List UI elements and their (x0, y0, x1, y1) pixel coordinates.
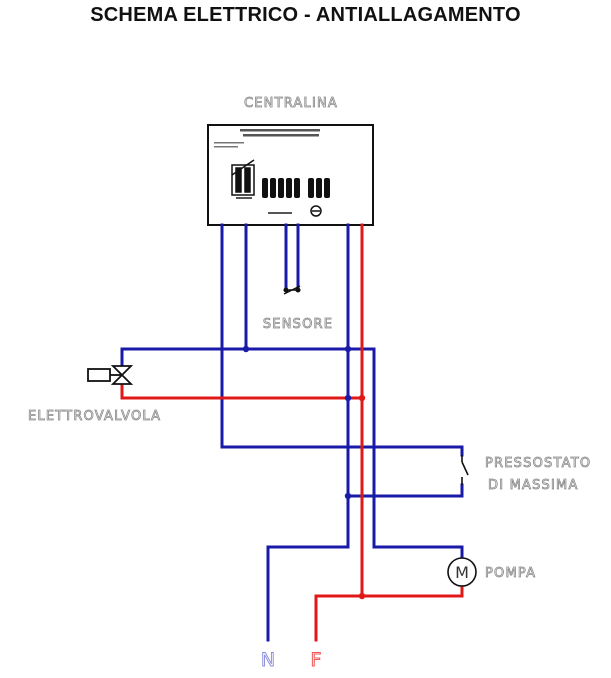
pressure-switch (461, 455, 469, 485)
label-pompa: POMPA (485, 566, 536, 581)
junction-dot (358, 592, 366, 600)
junction-dot (344, 394, 352, 402)
label-centralina: CENTRALINA (244, 96, 338, 111)
unit-print-line (243, 134, 319, 137)
unit-print-line (240, 129, 320, 132)
unit-print-line (214, 142, 244, 144)
label-neutral: N (261, 649, 275, 671)
diagram-title: SCHEMA ELETTRICO - ANTIALLAGAMENTO (90, 4, 521, 26)
label-pressostato-line2: DI MASSIMA (488, 478, 579, 493)
junction-dot (358, 394, 366, 402)
sensor-symbol (283, 285, 301, 295)
control-unit (207, 124, 374, 226)
junction-dot (242, 345, 250, 353)
relay-symbol (231, 159, 255, 196)
pump-symbol: M (447, 557, 477, 587)
solenoid-valve (87, 365, 134, 385)
junction-dots (242, 345, 366, 600)
junction-dot (344, 345, 352, 353)
pump-motor-icon (447, 557, 477, 587)
neutral-wiring (120, 223, 464, 642)
phase-wiring (120, 223, 464, 642)
junction-dot (344, 492, 352, 500)
label-sensore: SENSORE (263, 317, 333, 332)
label-elettrovalvola: ELETTROVALVOLA (28, 409, 161, 424)
terminal-block (236, 178, 330, 217)
label-phase: F (311, 649, 322, 671)
pump-motor-letter: M (455, 563, 469, 582)
unit-print-line (214, 146, 238, 148)
label-pressostato-line1: PRESSOSTATO (485, 456, 591, 471)
